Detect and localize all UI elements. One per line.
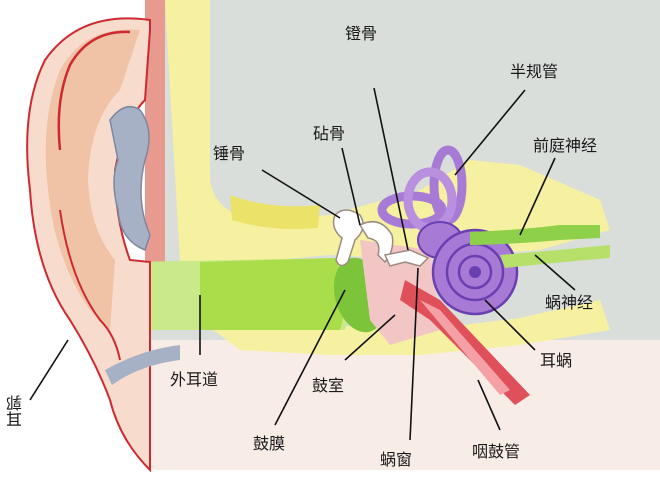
ear-canal-inner [200,258,345,330]
leader-malleus [261,169,341,219]
leader-eardrum [274,289,346,426]
leader-eustachian [477,379,501,431]
leader-lines [29,87,576,441]
helix-outline [57,30,131,151]
eustachian-tube-light [420,300,510,395]
incus [358,220,394,264]
lower-tissue [150,340,660,470]
concha-cartilage [109,105,151,251]
bone-lower [200,300,610,355]
lower-cartilage [105,345,180,385]
label-malleus: 锤骨 [213,144,246,163]
label-cochlea: 耳蜗 [540,351,573,370]
leader-semicircular [454,89,526,176]
label-ear-canal: 外耳道 [170,370,219,389]
leader-cochlea [484,299,536,351]
leader-cochlear [534,254,576,291]
label-eustachian-tube: 咽鼓管 [472,442,521,461]
cochlear-nerve [500,245,610,268]
label-stapes: 镫骨 [345,24,378,43]
temporal-bone [165,0,610,262]
label-semicircular-canals: 半规管 [510,62,559,81]
label-eardrum: 鼓膜 [253,434,286,453]
vestibular-nerve [470,225,600,245]
leader-pinna [29,339,69,401]
label-vestibular-nerve: 前庭神经 [533,136,598,155]
leader-tympanic [344,314,396,361]
leader-stapes [373,87,409,251]
canal-wall [145,0,165,262]
malleus [332,209,364,267]
label-incus: 砧骨 [313,124,346,143]
bone-highlight [230,195,320,229]
label-round-window: 蜗窗 [380,450,413,469]
label-cochlear-nerve: 蜗神经 [545,293,594,312]
stapes [383,249,430,267]
leader-round-window [409,267,419,441]
leader-incus [341,147,361,226]
antihelix-outline [59,209,121,361]
label-tympanic-cavity: 鼓室 [312,376,345,395]
leader-vestibular [519,157,556,236]
label-pinna: 耳郭 [6,395,25,427]
